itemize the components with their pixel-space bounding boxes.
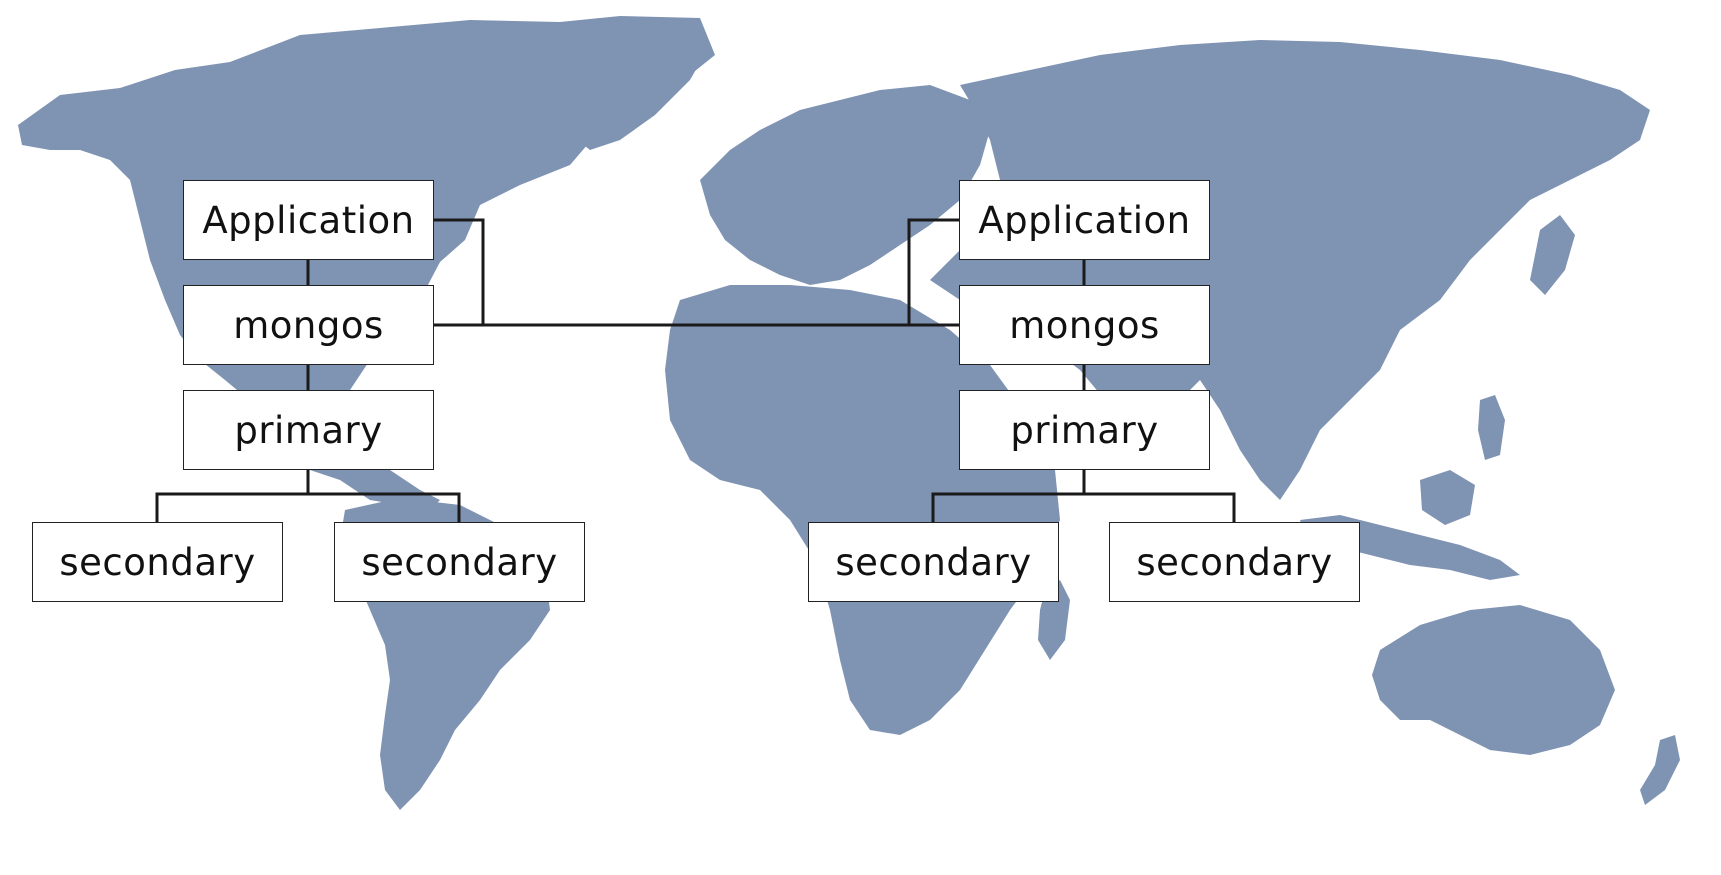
europe (700, 85, 990, 285)
right-primary-label: primary (1010, 408, 1159, 452)
right-primary-box: primary (959, 390, 1210, 470)
left-application-box: Application (183, 180, 434, 260)
left-primary-box: primary (183, 390, 434, 470)
north-america (18, 16, 715, 510)
british-isles (755, 130, 790, 185)
left-secondary-label-1: secondary (59, 540, 256, 584)
right-secondary-box-1: secondary (808, 522, 1059, 602)
left-secondary-box-1: secondary (32, 522, 283, 602)
asia (930, 40, 1650, 500)
left-mongos-label: mongos (233, 303, 384, 347)
right-application-box: Application (959, 180, 1210, 260)
right-secondary-label-2: secondary (1136, 540, 1333, 584)
greenland (520, 18, 710, 150)
right-application-label: Application (978, 198, 1191, 242)
right-mongos-box: mongos (959, 285, 1210, 365)
philippines (1478, 395, 1505, 460)
left-primary-label: primary (234, 408, 383, 452)
japan (1530, 215, 1575, 295)
left-mongos-box: mongos (183, 285, 434, 365)
left-secondary-label-2: secondary (361, 540, 558, 584)
borneo (1420, 470, 1475, 525)
right-mongos-label: mongos (1009, 303, 1160, 347)
right-secondary-box-2: secondary (1109, 522, 1360, 602)
australia (1372, 605, 1615, 755)
left-secondary-box-2: secondary (334, 522, 585, 602)
right-secondary-label-1: secondary (835, 540, 1032, 584)
new-zealand (1640, 735, 1680, 805)
left-application-label: Application (202, 198, 415, 242)
